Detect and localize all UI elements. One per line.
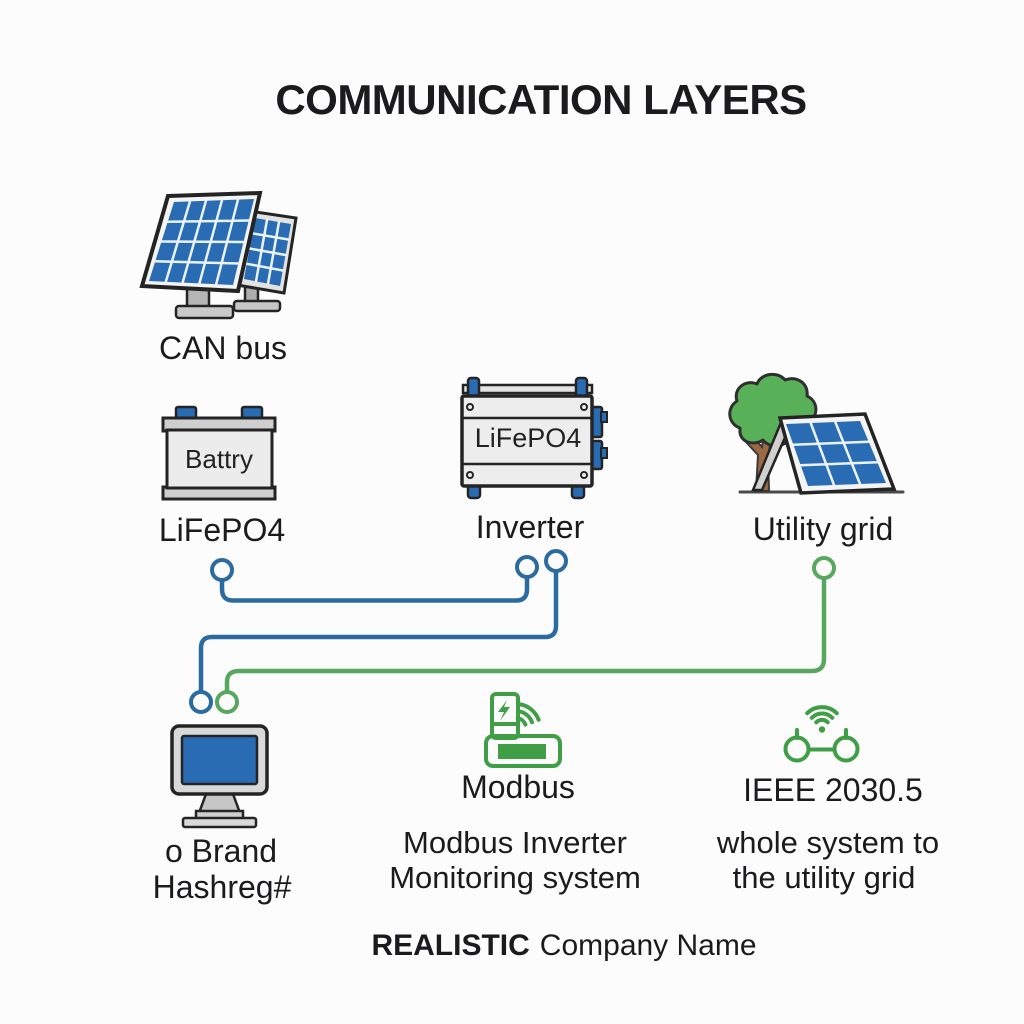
battery-device-text: Battry [185,444,253,474]
monitor-screen [180,734,259,786]
inverter-device-text: LiFePO4 [474,423,582,453]
monitor-label-line2: Hashreg# [152,869,292,905]
page-title: COMMUNICATION LAYERS [275,76,807,123]
monitor-label-line1: o Brand [164,833,278,869]
ieee-icon [783,705,860,763]
connector-node [544,549,568,573]
inverter-rail [461,383,594,395]
connector-node [210,558,234,582]
utility-grid-label: Utility grid [752,511,894,547]
footer-text: REALISTIC Company Name [371,931,756,961]
device-indicator-bar [498,744,546,759]
modbus-icon [484,692,562,768]
device-base [484,734,562,768]
can-bus-label: CAN bus [158,330,288,366]
footer-brand: REALISTIC [371,929,530,962]
ieee-caption-line1: whole system to [716,825,940,860]
inverter-label: Inverter [475,509,585,545]
connection-lines [189,549,836,714]
battery-to-inverter-wire [219,577,530,603]
modbus-caption-line2: Monitoring system [389,860,641,895]
battery-icon [161,405,277,501]
inverter-bolt [574,376,589,399]
footer-company-name: Company Name [539,929,757,962]
modbus-label: Modbus [461,769,575,805]
battery-body [165,428,274,490]
wifi-waves-icon [805,705,839,725]
monitor-icon [170,724,269,829]
connector-node [189,690,213,714]
ieee-caption-line2: the utility grid [732,860,916,895]
utility-grid-icon [728,372,905,495]
connector-node [515,555,539,579]
wifi-waves-icon [515,702,541,727]
link-node-circle [832,735,860,763]
monitor-base [181,816,258,829]
modbus-caption-line1: Modbus Inverter [403,825,627,860]
connector-node [215,690,239,714]
battery-label: LiFePO4 [158,512,286,548]
link-node-circle [783,735,811,763]
utility-to-monitor-wire [224,578,827,692]
wifi-dot [818,726,826,733]
inverter-to-monitor-wire [198,571,559,692]
front-solar-panel [139,190,263,320]
lightning-bolt-icon [498,700,510,721]
ground-panel-cells [786,421,886,486]
inverter-icon [460,376,608,500]
connector-node [812,556,836,580]
inverter-screws [466,403,588,479]
solar-panels-icon [139,190,298,320]
power-stick [490,692,520,740]
ieee-label: IEEE 2030.5 [743,772,923,808]
inverter-bolt [466,376,481,399]
